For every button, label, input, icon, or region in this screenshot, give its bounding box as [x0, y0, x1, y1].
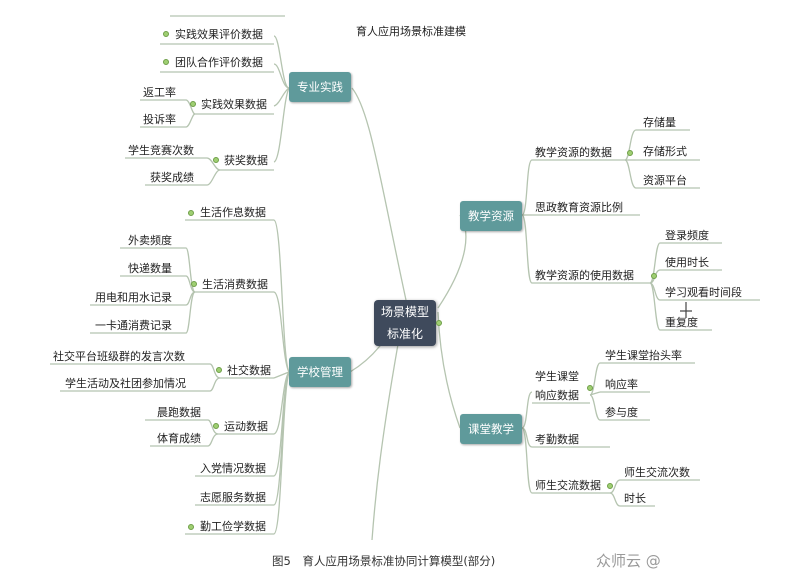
branch-ketang-jiaoxue: 课堂教学: [460, 414, 522, 444]
node-xiangying-shuju: 响应数据: [535, 389, 579, 402]
branch-xuexiao-guanli: 学校管理: [289, 357, 351, 387]
node-chenpao-shuju: 晨跑数据: [157, 406, 201, 419]
node-shenghuo-zuoxi: 生活作息数据: [200, 206, 266, 219]
node-shijian-pingjia: 实践效果评价数据: [175, 28, 263, 41]
node-rudang-qingkuang: 入党情况数据: [200, 462, 266, 475]
branch-zhuanye-shijian: 专业实践: [289, 72, 351, 102]
node-tousu-lv: 投诉率: [143, 113, 176, 126]
node-dot: [163, 59, 169, 65]
node-shetuan-canjia: 学生活动及社团参加情况: [65, 377, 186, 390]
node-yikatong-xiaofei: 一卡通消费记录: [95, 319, 172, 332]
node-zhiyuan-fuwu: 志愿服务数据: [200, 491, 266, 504]
node-shiyong-shuju: 教学资源的使用数据: [535, 269, 634, 282]
node-dot: [627, 150, 633, 156]
node-shenghuo-xiaofei: 生活消费数据: [202, 278, 268, 291]
node-huojiang-shuju: 获奖数据: [224, 154, 268, 167]
node-guankan-shijianduan: 学习观看时间段: [665, 286, 742, 299]
node-shejiao-fayan: 社交平台班级群的发言次数: [53, 350, 185, 363]
node-shiyong-shichang: 使用时长: [665, 256, 709, 269]
diagram-title: 育人应用场景标准建模: [356, 25, 466, 38]
node-cunchu-xingshi: 存储形式: [643, 145, 687, 158]
node-qingong-jianxue: 勤工俭学数据: [200, 520, 266, 533]
node-tuandui-pingjia: 团队合作评价数据: [175, 56, 263, 69]
node-jiaoliu-shichang: 时长: [624, 492, 646, 505]
branch-jiaoxue-ziyuan: 教学资源: [460, 201, 522, 231]
node-dot: [651, 273, 657, 279]
node-yundong-shuju: 运动数据: [224, 420, 268, 433]
node-canyu-du: 参与度: [605, 406, 638, 419]
node-fangong-lv: 返工率: [143, 86, 176, 99]
node-dot: [213, 423, 219, 429]
node-sizheng-bili: 思政教育资源比例: [535, 201, 623, 214]
center-expand-dot: [436, 320, 442, 326]
node-ziyuan-pingtai: 资源平台: [643, 174, 687, 187]
node-taitou-lv: 学生课堂抬头率: [605, 349, 682, 362]
node-dot: [607, 483, 613, 489]
node-chongfu-du: 重复度: [665, 316, 698, 329]
node-dot: [190, 101, 196, 107]
node-xiangying-lv: 响应率: [605, 378, 638, 391]
node-ziyuan-shuju: 教学资源的数据: [535, 146, 612, 159]
center-line2: 标准化: [386, 327, 423, 341]
node-xuesheng-ketang: 学生课堂: [535, 370, 579, 383]
node-tiyu-chengji: 体育成绩: [157, 432, 201, 445]
node-kuaidi-shuliang: 快递数量: [128, 262, 172, 275]
node-shijian-xiaoguo: 实践效果数据: [201, 98, 267, 111]
node-dot: [216, 367, 222, 373]
node-dot: [163, 31, 169, 37]
node-dot: [587, 385, 593, 391]
node-dot: [188, 524, 194, 530]
node-jingsai-cishu: 学生竞赛次数: [128, 144, 194, 157]
node-shisheng-jiaoliu: 师生交流数据: [535, 479, 601, 492]
node-dot: [188, 210, 194, 216]
node-cunchu-liang: 存储量: [643, 116, 676, 129]
figure-caption: 图5 育人应用场景标准协同计算模型(部分): [272, 554, 496, 568]
node-jiaoliu-cishu: 师生交流次数: [624, 466, 690, 479]
node-shejiao-shuju: 社交数据: [227, 364, 271, 377]
node-denglu-pindu: 登录频度: [665, 229, 709, 242]
center-node: 场景模型 标准化: [374, 300, 436, 346]
node-huojiang-chengji: 获奖成绩: [150, 171, 194, 184]
node-waimai-pindu: 外卖频度: [128, 234, 172, 247]
watermark: 众师云 @: [596, 552, 661, 570]
node-kaoqin-shuju: 考勤数据: [535, 433, 579, 446]
node-yongdian-yongshui: 用电和用水记录: [95, 291, 172, 304]
node-dot: [213, 157, 219, 163]
node-dot: [191, 281, 197, 287]
center-line1: 场景模型: [380, 305, 429, 319]
